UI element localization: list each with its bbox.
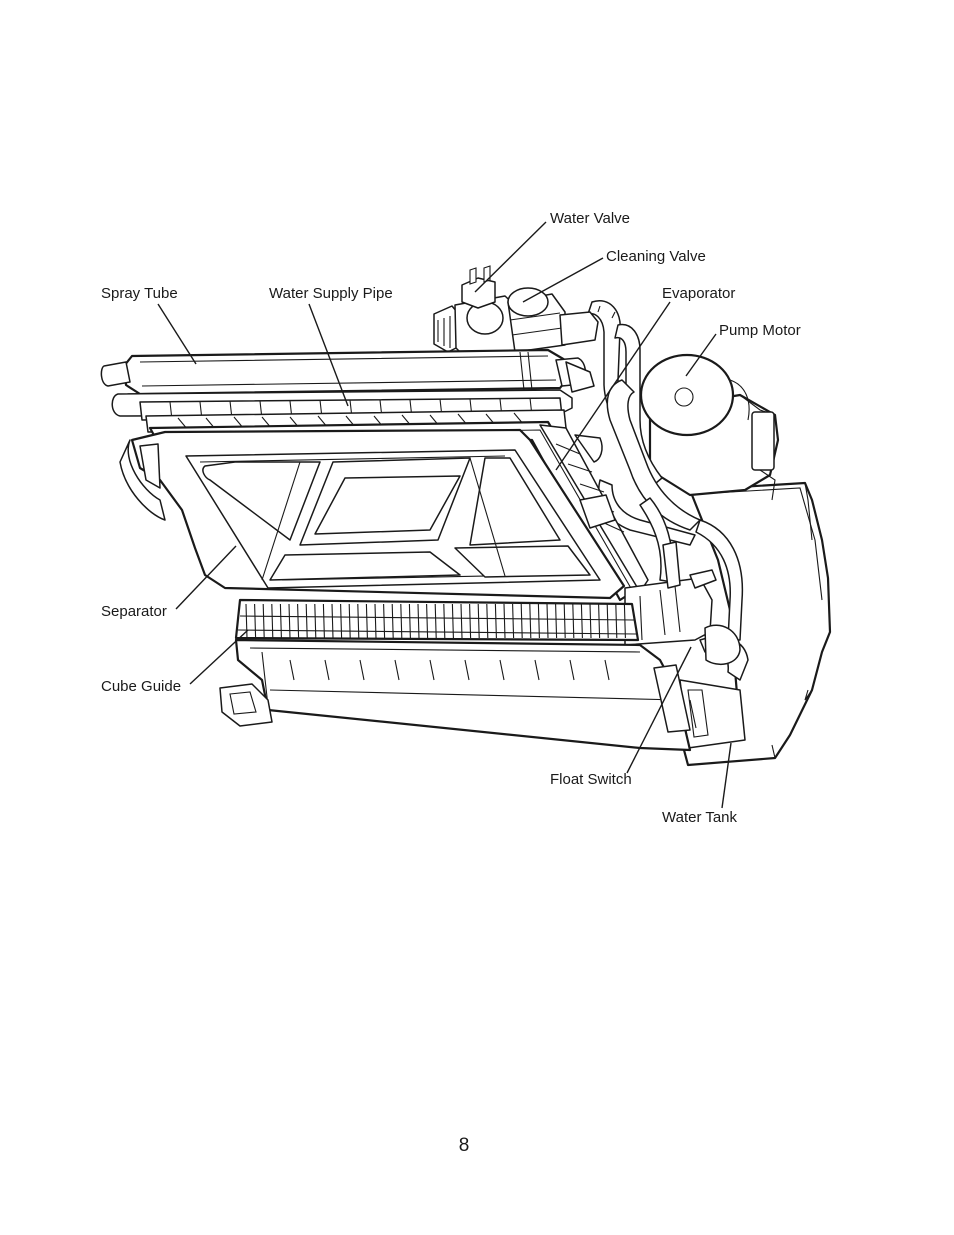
label-evaporator: Evaporator [662,285,735,302]
label-float-switch: Float Switch [550,771,632,788]
leader-float-switch [626,646,692,774]
leader-water-valve [474,221,547,293]
label-cleaning-valve: Cleaning Valve [606,248,706,265]
spray-tube [100,348,595,396]
leader-cleaning-valve [522,257,604,303]
leader-separator [175,545,237,610]
cleaning-valve [507,287,599,361]
label-spray-tube: Spray Tube [101,285,178,302]
leader-lines [157,221,732,809]
leader-cube-guide [189,629,249,685]
label-water-valve: Water Valve [550,210,630,227]
leader-pump-motor [685,333,717,377]
cube-guide [234,598,640,642]
leader-evaporator [555,301,671,471]
float-switch [624,541,741,666]
leader-water-supply-pipe [308,303,349,407]
label-pump-motor: Pump Motor [719,322,801,339]
cube-guide-tray [219,638,692,752]
labels: Water Valve Cleaning Valve Spray Tube Wa… [101,210,801,826]
label-water-tank: Water Tank [662,809,738,826]
leader-water-tank [721,742,732,809]
label-water-supply-pipe: Water Supply Pipe [269,285,393,302]
water-valve [433,265,521,363]
leader-spray-tube [157,303,197,365]
evaporator [587,299,749,681]
label-cube-guide: Cube Guide [101,678,181,695]
pump-motor [639,353,780,501]
page-number: 8 [459,1135,470,1156]
label-separator: Separator [101,603,167,620]
separator [119,428,626,600]
